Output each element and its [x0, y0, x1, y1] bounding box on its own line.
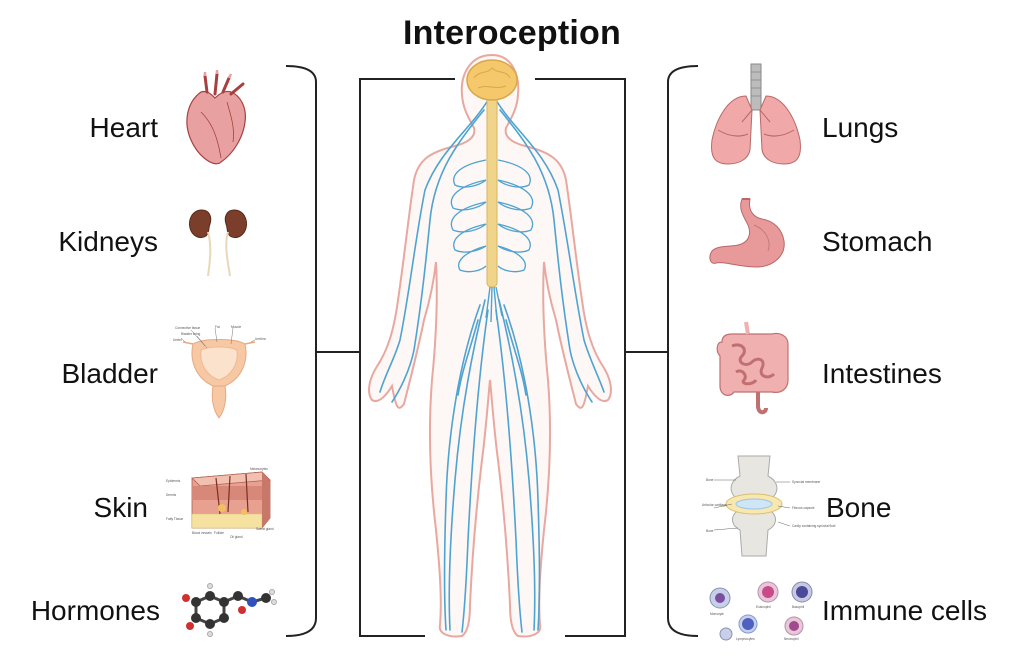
right-bracket	[625, 65, 699, 637]
immune-callout-lymphocytes: Lymphocytes	[736, 637, 755, 641]
bone-callout-capsule: Fibrous capsule	[792, 506, 815, 510]
skin-callout-oil-gland: Oil gland	[230, 535, 243, 539]
bladder-callout-lining: Bladder lining	[181, 332, 201, 336]
stomach-icon	[709, 198, 785, 268]
hormone-molecule-icon	[182, 583, 277, 637]
label-bladder: Bladder	[61, 358, 158, 389]
skin-callout-blood-vessels: Blood vessels	[192, 531, 212, 535]
label-skin: Skin	[93, 492, 148, 523]
immune-callout-eosinophil: Eosinophil	[756, 605, 771, 609]
label-bone: Bone	[826, 492, 892, 523]
bone-callout-bone-bottom: Bone	[706, 529, 714, 533]
heart-icon	[186, 70, 246, 165]
label-lungs: Lungs	[822, 112, 899, 143]
bone-callout-bone-top: Bone	[706, 478, 714, 482]
bladder-callout-fat: Fat	[215, 325, 220, 329]
skin-callout-melanocytes: Melanocytes	[250, 467, 268, 471]
left-bracket	[285, 65, 360, 637]
lungs-icon	[711, 63, 801, 165]
bone-joint-icon: Bone Synovial membrane Articular cartila…	[702, 455, 836, 557]
bone-callout-cavity: Cavity containing synovial fluid	[792, 524, 836, 528]
bone-callout-cartilage: Articular cartilage	[702, 503, 727, 507]
immune-callout-basophil: Basophil	[792, 605, 805, 609]
label-hormones: Hormones	[30, 595, 160, 626]
skin-callout-follicle: Follicle	[214, 531, 224, 535]
human-nervous-system-figure	[368, 53, 612, 638]
kidneys-icon	[189, 209, 247, 277]
label-immune-cells: Immune cells	[822, 595, 987, 626]
immune-callout-neutrophil: Neutrophil	[784, 637, 799, 641]
bladder-icon: Connective tissue Fat Muscle Bladder lin…	[173, 325, 266, 419]
label-heart: Heart	[89, 112, 158, 143]
skin-callout-dermis: Dermis	[166, 493, 176, 497]
diagram-title: Interoception	[403, 14, 621, 52]
bladder-callout-muscle: Muscle	[231, 325, 241, 329]
bladder-callout-ureter-right: Urethra	[255, 337, 266, 341]
bone-callout-synovial: Synovial membrane	[792, 480, 820, 484]
center-frame	[359, 78, 626, 637]
skin-callout-sweat-gland: Sweat gland	[256, 527, 274, 531]
immune-cells-icon: Monocyte Eosinophil Basophil Lymphocytes…	[709, 581, 813, 641]
label-intestines: Intestines	[822, 358, 942, 389]
bladder-callout-connective: Connective tissue	[175, 326, 200, 330]
skin-icon: Epidermis Dermis Fatty Tissue Blood vess…	[166, 467, 274, 539]
immune-callout-monocyte: Monocyte	[710, 612, 724, 616]
label-stomach: Stomach	[822, 226, 933, 257]
skin-callout-epidermis: Epidermis	[166, 479, 181, 483]
bladder-callout-ureter-left: Ureter	[173, 338, 183, 342]
intestines-icon	[716, 321, 789, 415]
skin-callout-fatty-tissue: Fatty Tissue	[166, 517, 183, 521]
label-kidneys: Kidneys	[58, 226, 158, 257]
